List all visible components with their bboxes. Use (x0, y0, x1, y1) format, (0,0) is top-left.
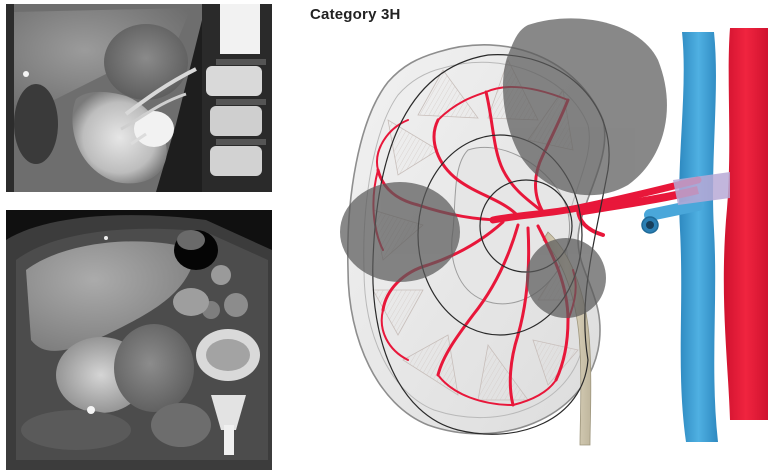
axial-ct-image (6, 210, 272, 470)
coronal-ct-image (6, 4, 272, 192)
mid-lateral-mass (340, 182, 460, 282)
kidney-diagram (278, 0, 768, 475)
inferior-vena-cava (679, 32, 718, 442)
lower-hilar-mass (526, 238, 606, 318)
aorta (724, 28, 768, 420)
